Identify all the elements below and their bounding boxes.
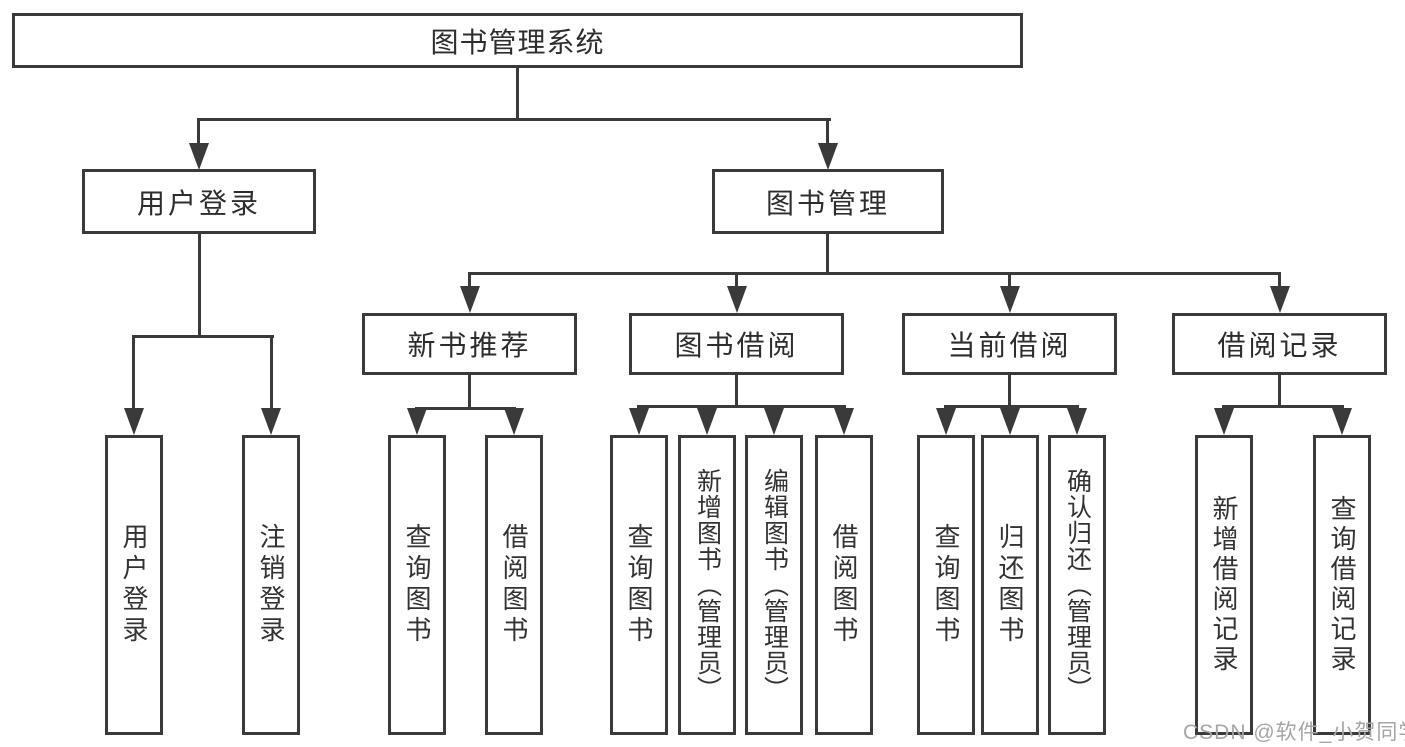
leaf-query-borrow-record: 查询借阅记录 <box>1313 435 1371 735</box>
leaf-edit-books-admin-label: 编辑图书（管理员） <box>760 468 789 702</box>
arrowhead-leaf-query-books-borrow <box>629 408 649 435</box>
leaf-query-books-borrow-label: 查询图书 <box>624 523 654 647</box>
leaf-user-login-label: 用户登录 <box>119 523 149 647</box>
node-root-label: 图书管理系统 <box>430 26 605 58</box>
connector-stem-borrowing-records <box>1278 272 1281 287</box>
leaf-add-books-admin-label: 新增图书（管理员） <box>693 468 722 702</box>
arrowhead-user-login <box>189 143 209 170</box>
connector-stem-new-book-recommend <box>468 272 471 287</box>
node-current-borrowing-label: 当前借阅 <box>947 330 1072 361</box>
arrowhead-book-management <box>818 143 838 170</box>
leaf-edit-books-admin: 编辑图书（管理员） <box>745 435 803 735</box>
arrowhead-leaf-edit-books-admin <box>764 408 784 435</box>
connector-book-borrowing-stem <box>735 375 738 405</box>
connector-user-login-hbar <box>132 335 274 338</box>
connector-stem-leaf-login <box>132 335 135 409</box>
connector-stem-book-borrowing <box>735 272 738 287</box>
leaf-return-books: 归还图书 <box>981 435 1039 735</box>
node-book-borrowing-label: 图书借阅 <box>674 330 799 361</box>
leaf-return-books-label: 归还图书 <box>995 523 1025 647</box>
leaf-logout: 注销登录 <box>242 435 300 735</box>
leaf-query-books-current: 查询图书 <box>917 435 975 735</box>
connector-stem-leaf-logout <box>270 335 273 409</box>
leaf-confirm-return-admin-label: 确认归还（管理员） <box>1063 468 1092 702</box>
leaf-query-borrow-record-label: 查询借阅记录 <box>1327 495 1357 675</box>
connector-book-borrowing-hbar <box>637 405 846 408</box>
leaf-borrow-books-newrec-label: 借阅图书 <box>499 523 529 647</box>
arrowhead-new-book-recommend <box>460 286 480 313</box>
node-current-borrowing: 当前借阅 <box>902 313 1117 375</box>
connector-book-management-stem <box>826 234 829 272</box>
connector-stem-user-login <box>197 118 200 145</box>
leaf-query-books-borrow: 查询图书 <box>610 435 668 735</box>
connector-borrowing-records-stem <box>1278 375 1281 405</box>
arrowhead-leaf-return-books <box>1000 408 1020 435</box>
leaf-add-borrow-record-label: 新增借阅记录 <box>1209 495 1239 675</box>
connector-root-stem <box>516 68 519 118</box>
arrowhead-current-borrowing <box>1000 286 1020 313</box>
leaf-query-books-newrec: 查询图书 <box>388 435 446 735</box>
connector-stem-book-management <box>826 118 829 145</box>
connector-borrowing-records-hbar <box>1222 405 1344 408</box>
leaf-add-books-admin: 新增图书（管理员） <box>678 435 736 735</box>
leaf-borrow-books-borrow: 借阅图书 <box>815 435 873 735</box>
node-borrowing-records: 借阅记录 <box>1172 313 1387 375</box>
arrowhead-leaf-query-books-current <box>936 408 956 435</box>
arrowhead-leaf-borrow-books-newrec <box>504 408 524 435</box>
connector-user-login-stem <box>198 234 201 335</box>
node-book-management-label: 图书管理 <box>765 187 890 219</box>
arrowhead-leaf-borrow-books-borrow <box>834 408 854 435</box>
arrowhead-leaf-add-borrow-record <box>1214 408 1234 435</box>
connector-current-borrowing-stem <box>1008 375 1011 405</box>
arrowhead-leaf-query-borrow-record <box>1332 408 1352 435</box>
connector-new-book-recommend-hbar <box>415 407 516 410</box>
node-new-book-recommend-label: 新书推荐 <box>407 330 532 361</box>
leaf-user-login: 用户登录 <box>105 435 163 735</box>
arrowhead-leaf-add-books-admin <box>697 408 717 435</box>
arrowhead-leaf-query-books-newrec <box>407 408 427 435</box>
node-user-login: 用户登录 <box>82 169 316 234</box>
node-book-management: 图书管理 <box>712 169 944 234</box>
connector-stem-current-borrowing <box>1008 272 1011 287</box>
connector-root-hbar <box>197 118 831 121</box>
arrowhead-leaf-confirm-return-admin <box>1067 408 1087 435</box>
leaf-logout-label: 注销登录 <box>256 523 286 647</box>
connector-level3-hbar <box>468 272 1281 275</box>
connector-current-borrowing-hbar <box>944 405 1079 408</box>
node-user-login-label: 用户登录 <box>136 187 261 219</box>
node-book-borrowing: 图书借阅 <box>629 313 844 375</box>
leaf-confirm-return-admin: 确认归还（管理员） <box>1048 435 1106 735</box>
node-root: 图书管理系统 <box>12 13 1023 68</box>
arrowhead-leaf-login <box>124 408 144 435</box>
connector-new-book-recommend-stem <box>468 375 471 407</box>
leaf-query-books-current-label: 查询图书 <box>931 523 961 647</box>
leaf-add-borrow-record: 新增借阅记录 <box>1195 435 1253 735</box>
leaf-borrow-books-borrow-label: 借阅图书 <box>829 523 859 647</box>
arrowhead-borrowing-records <box>1270 286 1290 313</box>
arrowhead-book-borrowing <box>727 286 747 313</box>
node-new-book-recommend: 新书推荐 <box>362 313 577 375</box>
arrowhead-leaf-logout <box>261 408 281 435</box>
csdn-watermark: CSDN @软件_小贺同学 <box>1183 721 1405 744</box>
leaf-borrow-books-newrec: 借阅图书 <box>485 435 543 735</box>
leaf-query-books-newrec-label: 查询图书 <box>402 523 432 647</box>
node-borrowing-records-label: 借阅记录 <box>1217 330 1342 361</box>
